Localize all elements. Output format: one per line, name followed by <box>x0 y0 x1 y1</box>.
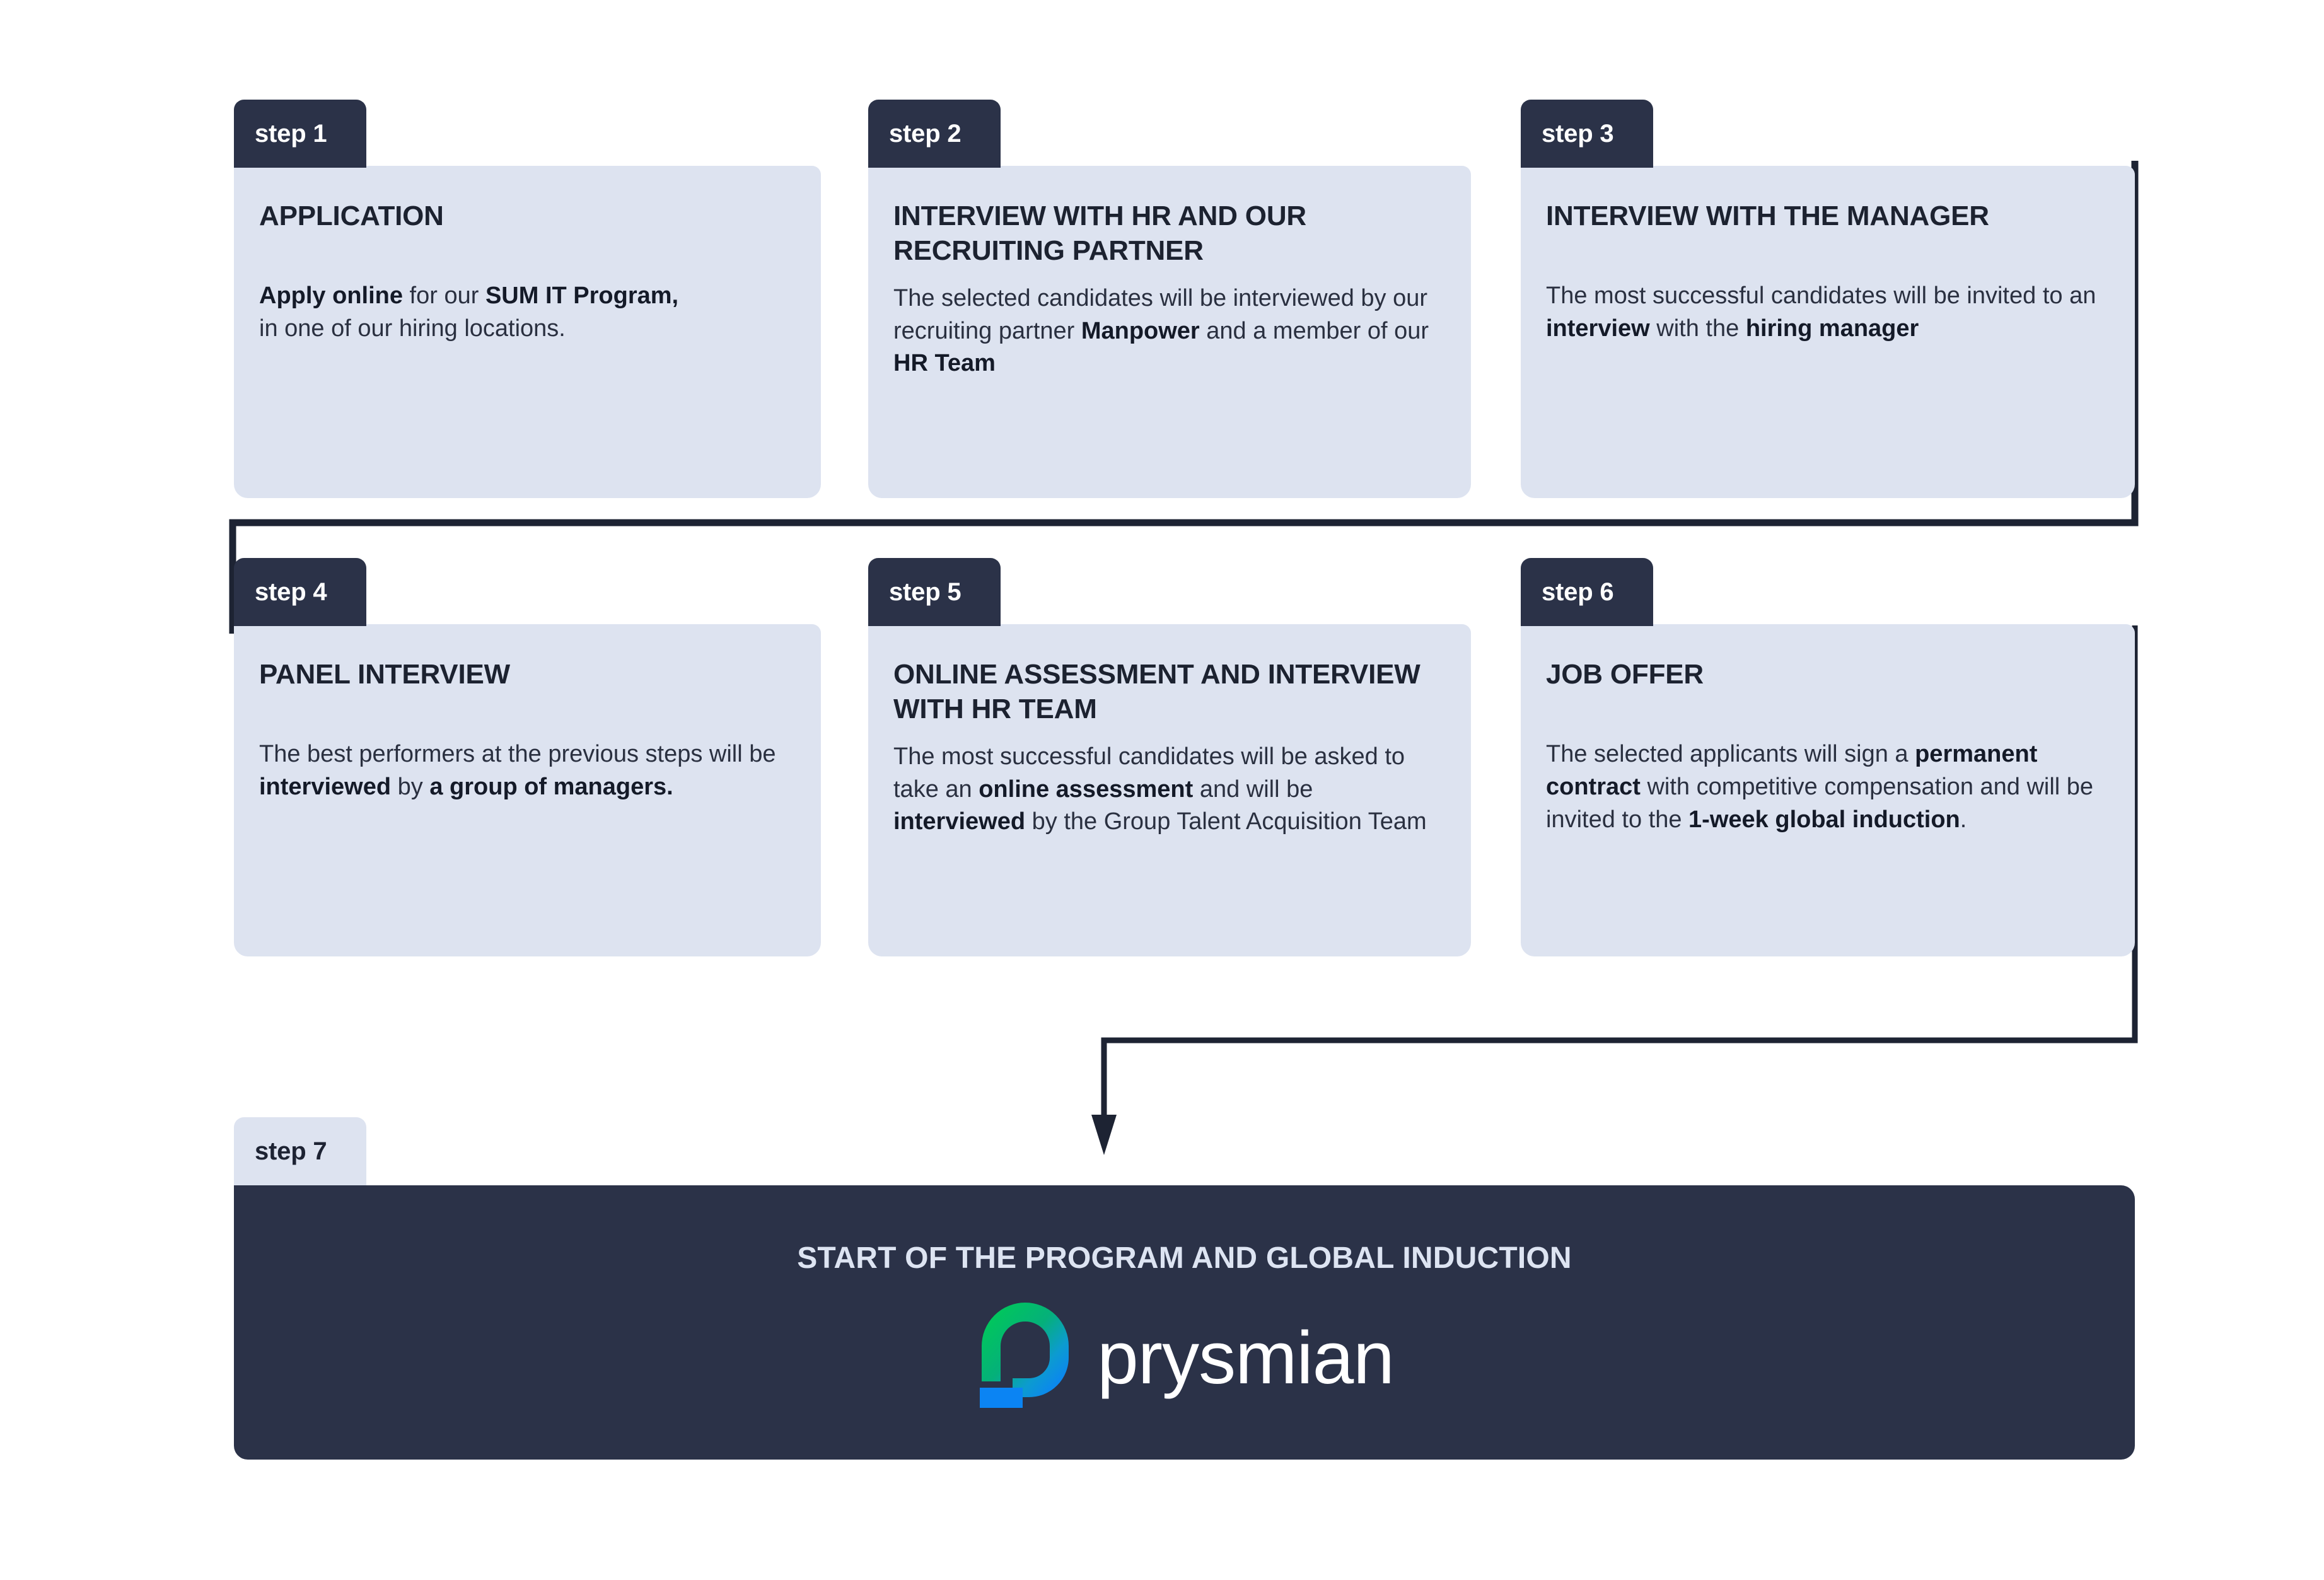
step-card-1[interactable]: APPLICATION Apply online for our SUM IT … <box>234 166 821 498</box>
step-card-title-6: JOB OFFER <box>1546 659 1704 690</box>
step-card-body-6: The selected applicants will sign a perm… <box>1546 741 2094 833</box>
step-card-body-5: The most successful candidates will be a… <box>893 743 1427 835</box>
step-card-title-2: INTERVIEW WITH HR AND OUR RECRUITING PAR… <box>893 200 1306 267</box>
prysmian-logo: prysmian <box>975 1299 1395 1410</box>
arrowhead-icon <box>1091 1115 1117 1155</box>
step-card-3[interactable]: INTERVIEW WITH THE MANAGER The most succ… <box>1521 166 2135 498</box>
step-tab-1[interactable]: step 1 <box>234 100 366 168</box>
step-tab-label-1: step 1 <box>255 119 327 148</box>
step-tab-2[interactable]: step 2 <box>868 100 1001 168</box>
step-tab-label-4: step 4 <box>255 578 327 606</box>
step-card-2[interactable]: INTERVIEW WITH HR AND OUR RECRUITING PAR… <box>868 166 1471 498</box>
step-tab-4[interactable]: step 4 <box>234 558 366 626</box>
final-step-title: START OF THE PROGRAM AND GLOBAL INDUCTIO… <box>797 1241 1572 1275</box>
connector-row1-to-row2 <box>229 161 2139 634</box>
step-card-4[interactable]: PANEL INTERVIEW The best performers at t… <box>234 624 821 956</box>
step-card-body-4: The best performers at the previous step… <box>259 741 776 801</box>
connector-row2-to-footer <box>1101 625 2138 1129</box>
step-tab-label-7: step 7 <box>255 1137 327 1165</box>
step-tab-5[interactable]: step 5 <box>868 558 1001 626</box>
step-card-title-3: INTERVIEW WITH THE MANAGER <box>1546 200 1989 231</box>
step-tab-6[interactable]: step 6 <box>1521 558 1653 626</box>
step-card-6[interactable]: JOB OFFER The selected applicants will s… <box>1521 624 2135 956</box>
step-card-body-2: The selected candidates will be intervie… <box>893 284 1429 377</box>
prysmian-logo-mark-icon <box>980 1303 1069 1408</box>
step-tab-label-5: step 5 <box>889 578 962 606</box>
step-tab-label-3: step 3 <box>1542 119 1614 148</box>
step-card-title-5: ONLINE ASSESSMENT AND INTERVIEW WITH HR … <box>893 659 1421 725</box>
step-tab-label-2: step 2 <box>889 119 962 148</box>
step-card-body-1: Apply online for our SUM IT Program,in o… <box>259 282 679 342</box>
step-tab-label-6: step 6 <box>1542 578 1614 606</box>
step-card-title-1: APPLICATION <box>259 200 444 231</box>
step-card-5[interactable]: ONLINE ASSESSMENT AND INTERVIEW WITH HR … <box>868 624 1471 956</box>
final-step-banner[interactable]: START OF THE PROGRAM AND GLOBAL INDUCTIO… <box>234 1185 2135 1460</box>
step-tab-7[interactable]: step 7 <box>234 1117 366 1185</box>
step-card-title-4: PANEL INTERVIEW <box>259 659 510 690</box>
prysmian-wordmark: prysmian <box>1097 1316 1395 1400</box>
step-tab-3[interactable]: step 3 <box>1521 100 1653 168</box>
step-card-body-3: The most successful candidates will be i… <box>1546 282 2096 342</box>
